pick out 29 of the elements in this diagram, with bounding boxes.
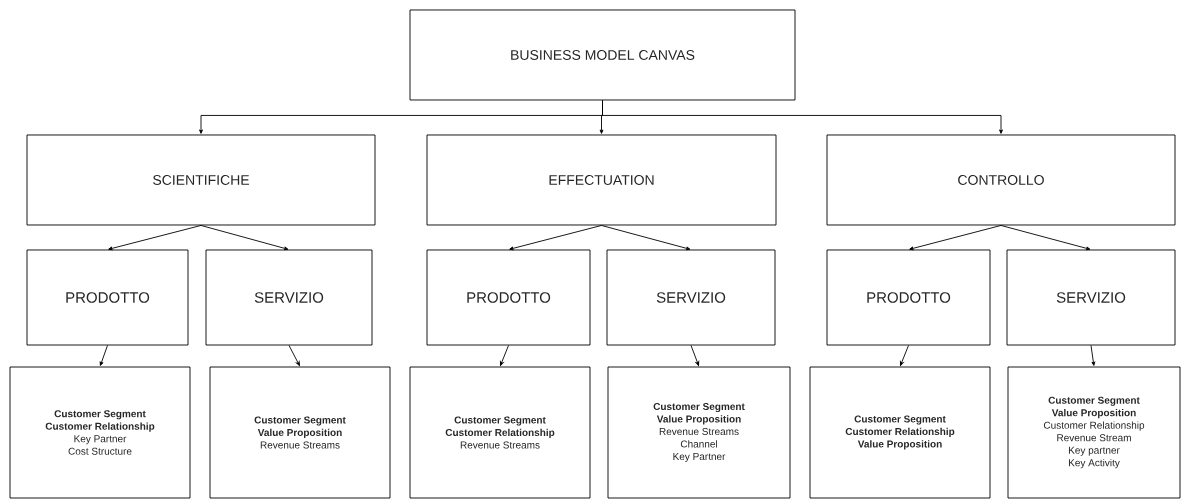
arrow: [601, 225, 691, 251]
type-box: SERVIZIO: [205, 249, 373, 346]
arrow: [1090, 345, 1096, 366]
arrow: [200, 225, 289, 251]
element-box: Customer Segment Value Proposition Customer Relationship Revenue Stream Key partner Key Activity: [1007, 366, 1181, 499]
element-box: Customer Segment Customer Relationship Key Partner Cost Structure: [9, 366, 191, 499]
arrow: [99, 345, 108, 366]
arrow: [288, 345, 300, 366]
arrow: [499, 345, 509, 366]
arrow: [1000, 225, 1091, 251]
type-box: PRODOTTO: [826, 249, 991, 346]
title-box: BUSINESS MODEL CANVAS: [409, 9, 796, 101]
arrow: [509, 225, 602, 251]
element-box: Customer Segment Customer Relationship Revenue Streams: [409, 366, 591, 499]
category-box: CONTROLLO: [826, 134, 1176, 226]
element-box: Customer Segment Value Proposition Revenue Streams: [209, 366, 391, 499]
arrow: [602, 100, 1003, 134]
category-box: EFFECTUATION: [426, 134, 777, 226]
element-box: Customer Segment Value Proposition Revenue Streams Channel Key Partner: [607, 366, 791, 499]
arrow: [108, 225, 202, 251]
arrow: [899, 345, 909, 366]
element-box: Customer Segment Customer Relationship Value Proposition: [809, 366, 991, 499]
type-box: SERVIZIO: [606, 249, 776, 346]
type-box: PRODOTTO: [26, 249, 189, 346]
category-box: SCIENTIFICHE: [26, 134, 376, 226]
arrow: [690, 345, 700, 366]
type-box: SERVIZIO: [1006, 249, 1176, 346]
arrow: [909, 225, 1002, 251]
type-box: PRODOTTO: [426, 249, 591, 346]
